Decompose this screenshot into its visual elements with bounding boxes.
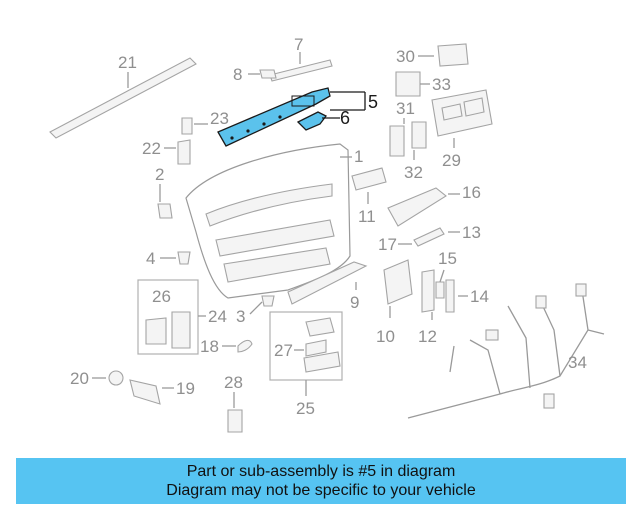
part-4-screw: 4 [146, 249, 191, 268]
callout-18: 18 [200, 337, 219, 356]
part-9-handle-strip: 9 [287, 261, 368, 312]
callout-21: 21 [118, 53, 137, 72]
callout-7: 7 [294, 35, 303, 54]
part-29-switch-panel: 29 [431, 89, 493, 170]
part-24-lock-assembly: 26 24 [137, 279, 227, 355]
part-21-strip: 21 [49, 53, 197, 139]
part-12-clip: 12 [418, 312, 437, 346]
part-22-bracket: 22 [142, 139, 191, 165]
part-6-highlighted [296, 111, 327, 131]
part-23-clip: 23 [181, 109, 229, 135]
callout-19: 19 [176, 379, 195, 398]
callout-6-leader: 6 [322, 108, 350, 128]
callout-17: 17 [378, 235, 397, 254]
callout-11: 11 [358, 207, 376, 226]
part-3-bolt: 3 [236, 295, 275, 326]
callout-30: 30 [396, 47, 415, 66]
part-8-clip: 8 [233, 65, 277, 84]
part-16-armrest: 16 [387, 183, 481, 227]
part-15-latch: 15 [421, 249, 457, 313]
banner-line-2: Diagram may not be specific to your vehi… [166, 482, 476, 499]
callout-2: 2 [155, 165, 164, 184]
part-2-clip: 2 [155, 165, 173, 219]
part-31-switch: 31 [389, 99, 415, 157]
part-7-strip: 7 [269, 35, 333, 82]
callout-23: 23 [210, 109, 229, 128]
callout-26: 26 [152, 287, 171, 306]
part-28-connector: 28 [224, 373, 243, 433]
callout-3: 3 [236, 307, 245, 326]
callout-32: 32 [404, 163, 423, 182]
part-30-switch: 30 [396, 43, 469, 67]
callout-5: 5 [368, 92, 378, 112]
callout-1: 1 [354, 147, 363, 166]
part-34-wiring-harness: 34 [407, 283, 605, 419]
part-32-switch: 32 [404, 121, 427, 182]
callout-34: 34 [568, 353, 587, 372]
callout-13: 13 [462, 223, 481, 242]
callout-8: 8 [233, 65, 242, 84]
part-10-panel: 10 [376, 259, 413, 346]
parts-diagram: 21 7 8 5 6 23 [49, 35, 605, 433]
part-20-cap: 20 [70, 369, 124, 388]
banner-line-1: Part or sub-assembly is #5 in diagram [186, 463, 456, 480]
callout-27: 27 [274, 341, 293, 360]
callout-29: 29 [442, 151, 461, 170]
callout-16: 16 [462, 183, 481, 202]
part-33-switch: 33 [395, 71, 451, 97]
callout-9: 9 [350, 293, 359, 312]
part-25-module-assembly: 27 25 [269, 311, 343, 418]
callout-10: 10 [376, 327, 395, 346]
callout-28: 28 [224, 373, 243, 392]
callout-4: 4 [146, 249, 155, 268]
callout-14: 14 [470, 287, 489, 306]
callout-33: 33 [432, 75, 451, 94]
callout-24: 24 [208, 307, 227, 326]
callout-15: 15 [438, 249, 457, 268]
callout-12: 12 [418, 327, 437, 346]
callout-5-leader: 5 [330, 91, 378, 112]
part-18-cable: 18 [200, 337, 253, 356]
part-11-switch-bezel: 11 [351, 167, 387, 226]
callout-25: 25 [296, 399, 315, 418]
part-14-rod: 14 [445, 279, 489, 313]
callout-22: 22 [142, 139, 161, 158]
callout-20: 20 [70, 369, 89, 388]
part-5-highlighted [217, 87, 331, 147]
info-banner: Part or sub-assembly is #5 in diagram Di… [16, 458, 626, 504]
callout-6: 6 [340, 108, 350, 128]
part-17-trim: 17 [378, 235, 412, 254]
part-19-seal: 19 [129, 379, 195, 405]
part-13-trim: 13 [413, 223, 481, 247]
part-1-door-panel: 1 [185, 143, 363, 299]
callout-31: 31 [396, 99, 415, 118]
